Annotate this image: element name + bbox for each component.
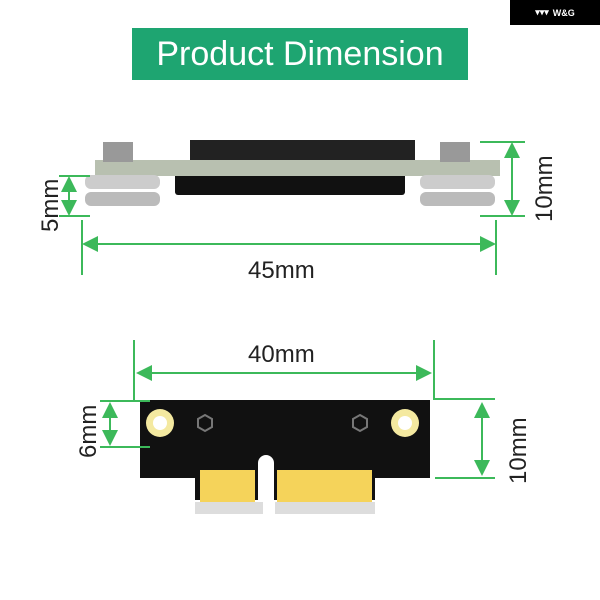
logo-icon: ▾▾▾ [535,7,549,17]
logo-text: W&G [552,7,575,18]
page-title: Product Dimension [132,28,468,80]
top-height-label: 10mm [505,417,532,484]
brand-logo: ▾▾▾W&G [510,0,600,25]
side-view-product [85,140,500,206]
side-width-label: 45mm [248,257,315,284]
top-hole-height-label: 6mm [75,405,102,458]
top-view-product [140,400,430,515]
top-width-label: 40mm [248,341,315,368]
top-view-dimension-lines [100,340,495,479]
side-height-small-label: 5mm [37,179,64,232]
side-height-total-label: 10mm [531,155,558,222]
side-view-dimension-lines [59,141,525,275]
